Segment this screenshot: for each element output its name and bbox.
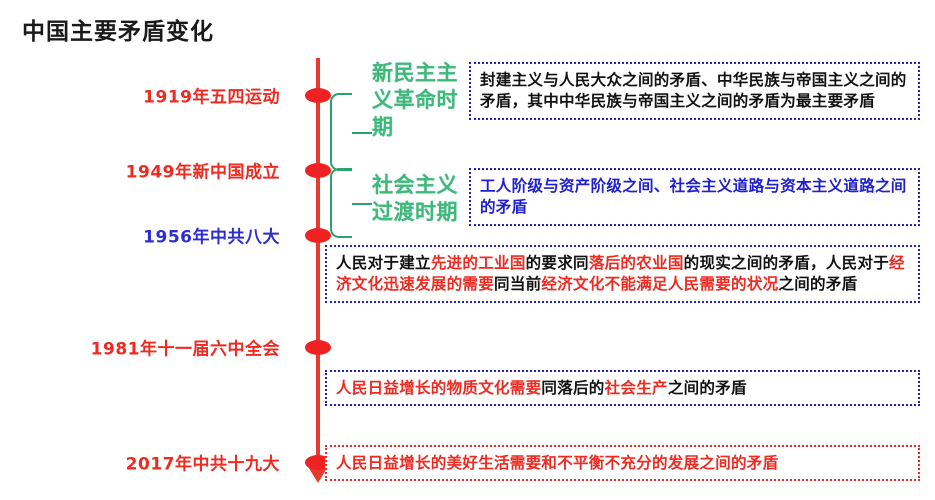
content-box-1981: 人民日益增长的物质文化需要同落后的社会生产之间的矛盾: [325, 370, 920, 407]
box-1956-segment-2: 的要求同: [525, 254, 589, 272]
timeline-dot-1919: [305, 88, 331, 103]
box-1981-segment-1: 同落后的: [541, 379, 605, 397]
box-1956-segment-0: 人民对于建立: [336, 254, 431, 272]
period-label-new-democratic: 新民主主 义革命时 期: [372, 60, 490, 141]
box-1956-segment-4: 的现实之间的矛盾，人民对于: [683, 254, 890, 272]
timeline-dot-1949: [305, 163, 331, 178]
content-box-2017: 人民日益增长的美好生活需要和不平衡不充分的发展之间的矛盾: [325, 445, 920, 482]
period-label-new-democratic-line2: 义革命时: [372, 87, 458, 112]
timeline-dot-2017: [305, 455, 331, 470]
content-box-1956: 人民对于建立先进的工业国的要求同落后的农业国的现实之间的矛盾，人民对于经济文化迅…: [325, 245, 920, 303]
event-label-1981: 1981年十一届六中全会: [90, 339, 280, 360]
content-box-1949: 工人阶级与资产阶级之间、社会主义道路与资本主义道路之间的矛盾: [469, 168, 920, 226]
box-1956-segment-3: 落后的农业国: [588, 254, 684, 272]
page-title: 中国主要矛盾变化: [22, 19, 214, 45]
box-1956-segment-7: 经济文化不能满足人民需要的状况: [541, 275, 779, 294]
period-label-socialist-transition: 社会主义 过渡时期: [372, 172, 490, 226]
box-1949-segment-0: 工人阶级与资产阶级之间、社会主义道路与资本主义道路之间的矛盾: [480, 177, 907, 217]
period-bracket-tick-new-democratic: [352, 132, 372, 134]
event-label-1919: 1919年五四运动: [143, 87, 280, 108]
period-label-new-democratic-line1: 新民主主: [372, 61, 458, 85]
box-1956-segment-1: 先进的工业国: [430, 254, 526, 272]
content-box-1919: 封建主义与人民大众之间的矛盾、中华民族与帝国主义之间的矛盾，其中中华民族与帝国主…: [469, 62, 920, 120]
event-label-2017: 2017年中共十九大: [125, 454, 280, 475]
period-bracket-new-democratic: [330, 93, 352, 171]
period-label-new-democratic-line3: 期: [372, 114, 394, 139]
box-1956-segment-6: 同当前: [494, 275, 542, 294]
period-bracket-socialist-transition: [330, 168, 352, 238]
event-label-1956: 1956年中共八大: [143, 227, 280, 248]
period-bracket-tick-socialist-transition: [352, 203, 372, 205]
box-1981-segment-0: 人民日益增长的物质文化需要: [336, 379, 542, 397]
timeline-dot-1956: [305, 228, 331, 243]
timeline-axis: [316, 58, 320, 470]
box-1919-segment-0: 封建主义与人民大众之间的矛盾、中华民族与帝国主义之间的矛盾，其中中华民族与帝国主…: [480, 71, 907, 111]
box-2017-segment-0: 人民日益增长的美好生活需要和不平衡不充分的发展之间的矛盾: [336, 454, 779, 472]
box-1981-segment-2: 社会生产: [604, 379, 668, 397]
box-1956-segment-5: 经济文化迅速发展的需要: [336, 254, 905, 294]
box-1981-segment-3: 之间的矛盾: [667, 379, 747, 397]
box-1956-segment-8: 之间的矛盾: [778, 275, 858, 294]
timeline-dot-1981: [305, 340, 331, 355]
period-label-socialist-transition-line1: 社会主义: [372, 173, 458, 197]
event-label-1949: 1949年新中国成立: [125, 162, 280, 183]
period-label-socialist-transition-line2: 过渡时期: [372, 199, 458, 224]
